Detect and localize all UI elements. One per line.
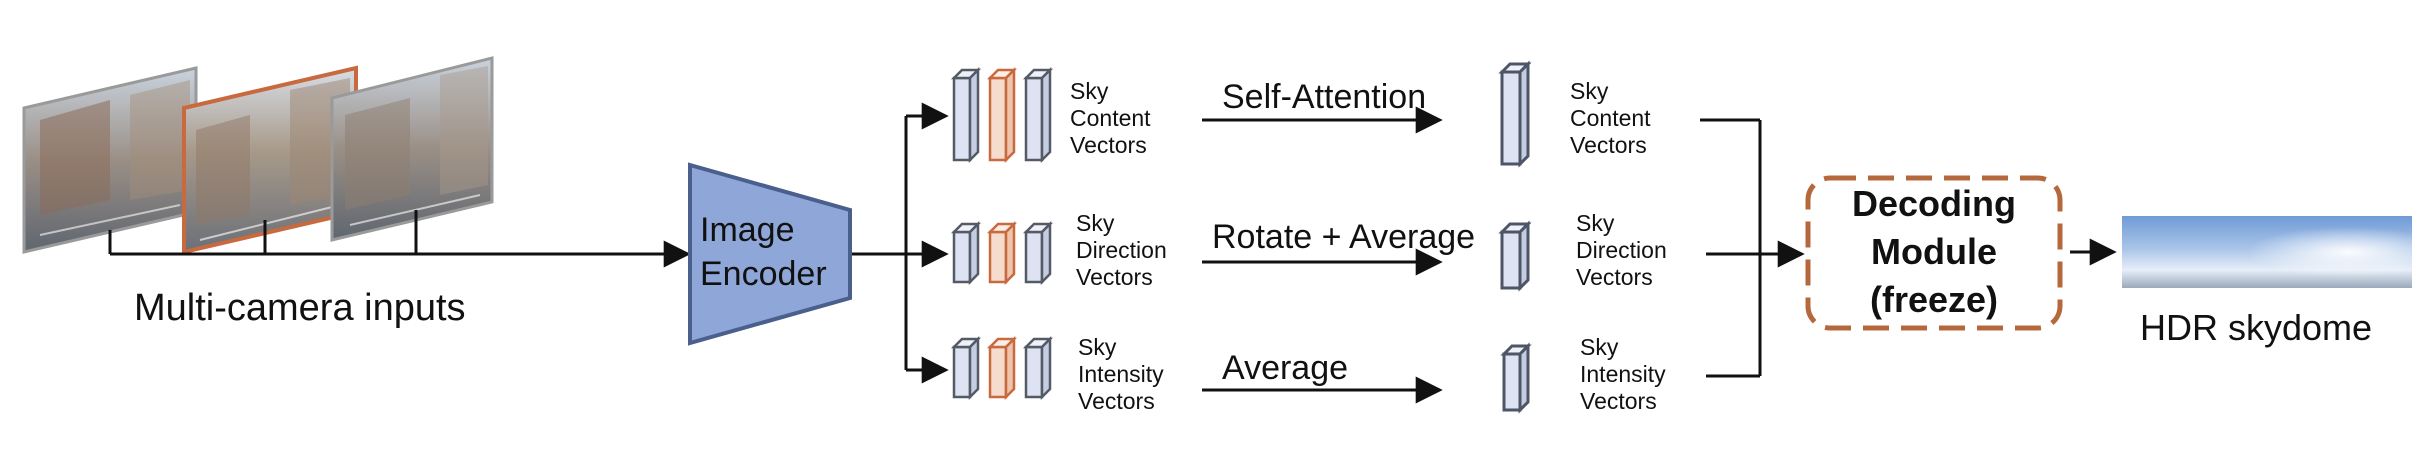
aggregated-content-label-sky: Sky	[1570, 78, 1609, 104]
decoding-module-line2: Module	[1871, 231, 1997, 272]
direction-vectors-label-kind: Direction	[1076, 237, 1167, 263]
encoder-label-line1: Image	[700, 211, 795, 249]
decoding-module-label: Decoding Module (freeze)	[1808, 180, 2060, 324]
content-vectors-label-kind: Content	[1070, 105, 1151, 131]
content-vectors-label-vec: Vectors	[1070, 132, 1147, 158]
intensity-vectors-label-sky: Sky	[1078, 334, 1117, 360]
operation-arrows	[1202, 106, 1443, 404]
content-vectors-label: Sky Content Vectors	[1070, 78, 1151, 159]
aggregated-intensity-label-vec: Vectors	[1580, 388, 1657, 414]
average-label: Average	[1222, 349, 1349, 387]
aggregated-content-label-vec: Vectors	[1570, 132, 1647, 158]
camera-image-1	[22, 66, 198, 254]
aggregated-direction-label-kind: Direction	[1576, 237, 1667, 263]
aggregated-direction-label: Sky Direction Vectors	[1576, 210, 1667, 291]
encoder-label-line2: Encoder	[700, 255, 827, 293]
content-vectors-stack	[950, 66, 1054, 164]
decoding-module-box	[1805, 175, 2063, 331]
intensity-vectors-label-kind: Intensity	[1078, 361, 1164, 387]
inputs-caption: Multi-camera inputs	[134, 287, 466, 329]
aggregated-intensity-label-kind: Intensity	[1580, 361, 1666, 387]
output-caption: HDR skydome	[2140, 307, 2373, 348]
rotate-average-label: Rotate + Average	[1212, 218, 1476, 256]
camera-image-2	[182, 65, 358, 255]
aggregated-intensity-label-sky: Sky	[1580, 334, 1619, 360]
encoder-label: Image Encoder	[700, 208, 827, 296]
aggregated-direction-label-vec: Vectors	[1576, 264, 1653, 290]
intensity-vectors-label-vec: Vectors	[1078, 388, 1155, 414]
direction-vectors-label-sky: Sky	[1076, 210, 1115, 236]
direction-vectors-stack	[950, 220, 1054, 286]
aggregated-direction-label-sky: Sky	[1576, 210, 1615, 236]
intensity-vectors-stack	[950, 335, 1054, 401]
hdr-skydome-image	[2122, 216, 2412, 288]
content-vectors-label-sky: Sky	[1070, 78, 1109, 104]
direction-vectors-label: Sky Direction Vectors	[1076, 210, 1167, 291]
intensity-vectors-label: Sky Intensity Vectors	[1078, 334, 1164, 415]
decoding-module-line1: Decoding	[1851, 183, 2016, 224]
camera-image-3	[330, 56, 494, 242]
merge-connector	[1700, 118, 1805, 378]
aggregated-content-label-kind: Content	[1570, 105, 1651, 131]
aggregated-content-label: Sky Content Vectors	[1570, 78, 1651, 159]
aggregated-vectors	[1498, 60, 1532, 414]
encoder-branch-connector	[852, 102, 949, 384]
image-encoder-block	[688, 162, 852, 346]
decoding-module-line3: (freeze)	[1869, 279, 1999, 320]
input-connector	[108, 210, 691, 268]
self-attention-label: Self-Attention	[1222, 78, 1427, 116]
direction-vectors-label-vec: Vectors	[1076, 264, 1153, 290]
aggregated-intensity-label: Sky Intensity Vectors	[1580, 334, 1666, 415]
